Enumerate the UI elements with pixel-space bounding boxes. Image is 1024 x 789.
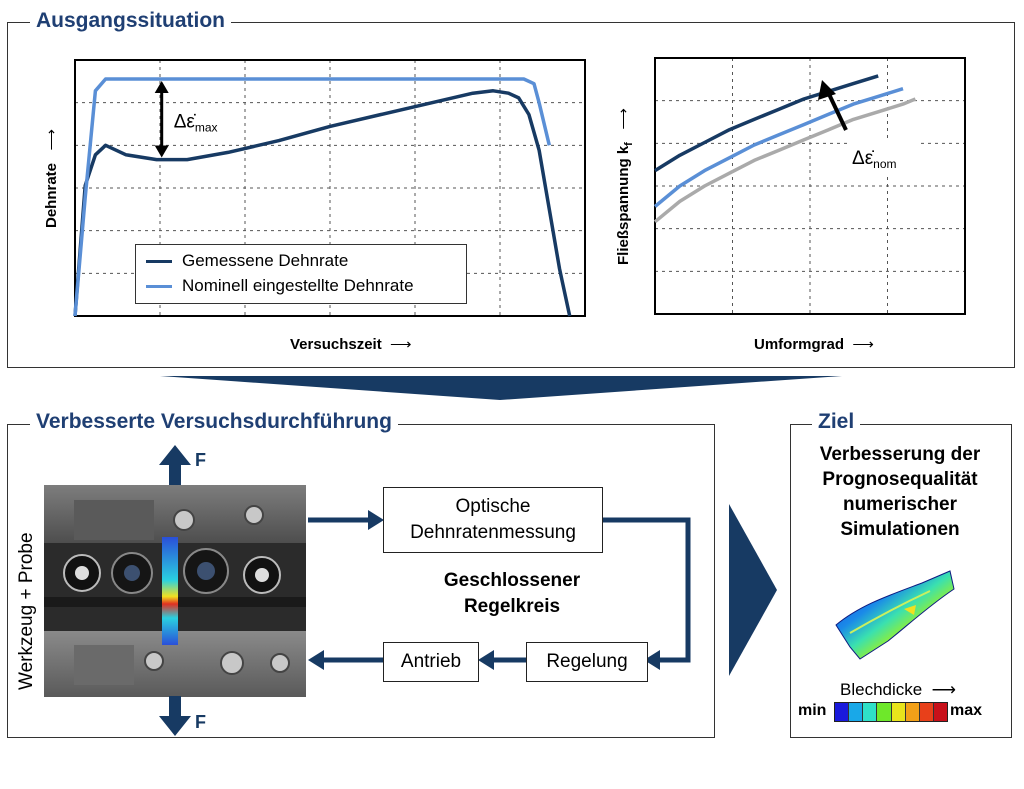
legend-swatch-measured <box>146 259 172 263</box>
color-scale-swatch <box>863 703 878 721</box>
x-axis-arrow-icon: ⟶ <box>848 336 874 353</box>
color-scale-swatch <box>877 703 892 721</box>
force-arrow-down-icon <box>159 696 191 736</box>
drive-box: Antrieb <box>383 642 479 682</box>
series-line-0 <box>654 74 879 173</box>
color-scale-swatch <box>919 703 934 721</box>
optical-measurement-label: Optische Dehnratenmessung <box>410 496 576 543</box>
control-box: Regelung <box>526 642 648 682</box>
goal-line-2: Prognosequalität <box>822 469 978 490</box>
goal-frame <box>790 424 1012 738</box>
test-setup-photo <box>44 485 306 697</box>
scale-arrow-icon: ⟶ <box>926 680 957 699</box>
drive-label: Antrieb <box>400 651 462 672</box>
delta-max-arrowhead-up <box>154 80 169 93</box>
plot-area-border <box>654 57 966 315</box>
goal-section-title: Ziel <box>812 410 861 434</box>
delta-nom-label-bg <box>848 140 918 174</box>
legend-item-nominal: Nominell eingestellte Dehnrate <box>146 276 414 296</box>
y-axis-label-flow-stress-text: Fließspannung k <box>615 145 632 265</box>
series-line-1 <box>653 87 904 208</box>
legend-label-measured: Gemessene Dehnrate <box>182 251 349 270</box>
goal-line-1: Verbesserung der <box>819 444 981 465</box>
closed-loop-label: Geschlossener Regelkreis <box>412 568 612 620</box>
color-scale-swatch <box>905 703 920 721</box>
y-axis-label-flow-stress: Fließspannung kf ⟶ <box>614 108 635 265</box>
legend-swatch-nominal <box>146 284 172 288</box>
y-axis-label-strain-rate-text: Dehnrate <box>43 162 60 228</box>
chart-strain-rate: Δε̇max Gemessene Dehnrate Nominell einge… <box>40 50 600 360</box>
y-axis-arrow-icon: ⟶ <box>615 108 632 138</box>
legend-item-measured: Gemessene Dehnrate <box>146 251 348 271</box>
optical-measurement-box: Optische Dehnratenmessung <box>383 487 603 553</box>
closed-loop-label-line2: Regelkreis <box>463 596 561 617</box>
control-loop-connectors <box>308 510 691 670</box>
closed-loop-label-line1: Geschlossener <box>443 570 581 591</box>
scale-max-label: max <box>950 702 983 719</box>
goal-statement: Verbesserung der Prognosequalität numeri… <box>792 442 1008 542</box>
force-arrow-up-icon <box>159 445 191 485</box>
thickness-scale-label-text: Blechdicke <box>840 680 923 699</box>
y-axis-label-strain-rate: Dehnrate ⟶ <box>42 129 60 228</box>
top-frame <box>7 22 1015 368</box>
delta-nom-arrowhead <box>818 80 836 100</box>
y-axis-arrow-icon: ⟶ <box>43 128 60 159</box>
series-line-2 <box>653 97 917 224</box>
control-label: Regelung <box>546 651 628 672</box>
series-line-1 <box>73 77 552 317</box>
x-axis-arrow-icon: ⟶ <box>385 336 412 353</box>
x-axis-label-strain: Umformgrad ⟶ <box>754 335 874 353</box>
goal-line-3: numerischer <box>842 494 958 515</box>
plot-area-border <box>74 59 586 317</box>
flow-stress-chart-svg: Δε̇nom <box>653 57 966 315</box>
right-chevron-icon <box>729 504 777 676</box>
middle-section-title: Verbesserte Versuchsdurchführung <box>30 410 398 434</box>
delta-nom-arrow-shaft <box>826 91 848 131</box>
top-section-title: Ausgangssituation <box>30 9 232 33</box>
scale-min-label: min <box>798 702 827 719</box>
force-label-top: F <box>195 450 206 470</box>
chart-flow-stress: Δε̇nom <box>650 50 970 360</box>
color-scale-swatch <box>933 703 947 721</box>
force-label-bottom: F <box>195 712 206 732</box>
goal-line-4: Simulationen <box>840 519 960 540</box>
series-line-0 <box>73 89 572 317</box>
delta-nom-subscript: nom <box>873 157 896 171</box>
strain-rate-chart-svg: Δε̇max <box>73 59 586 317</box>
simulation-part-image <box>835 570 955 660</box>
color-scale-swatch <box>849 703 864 721</box>
legend-label-nominal: Nominell eingestellte Dehnrate <box>182 276 414 295</box>
color-scale-swatch <box>891 703 906 721</box>
delta-max-arrowhead-down <box>154 145 169 158</box>
color-scale-bar <box>834 702 948 722</box>
legend: Gemessene Dehnrate Nominell eingestellte… <box>135 244 467 304</box>
thickness-scale-label: Blechdicke ⟶ <box>840 680 956 700</box>
y-axis-label-flow-stress-sub: f <box>623 142 635 146</box>
down-chevron-icon <box>160 376 842 400</box>
x-axis-label-strain-text: Umformgrad <box>754 336 845 353</box>
color-scale-swatch <box>835 703 850 721</box>
x-axis-label-time: Versuchszeit ⟶ <box>290 335 412 353</box>
delta-max-subscript: max <box>195 120 218 134</box>
x-axis-label-time-text: Versuchszeit <box>290 336 382 353</box>
delta-max-label: Δε̇max <box>174 111 218 134</box>
